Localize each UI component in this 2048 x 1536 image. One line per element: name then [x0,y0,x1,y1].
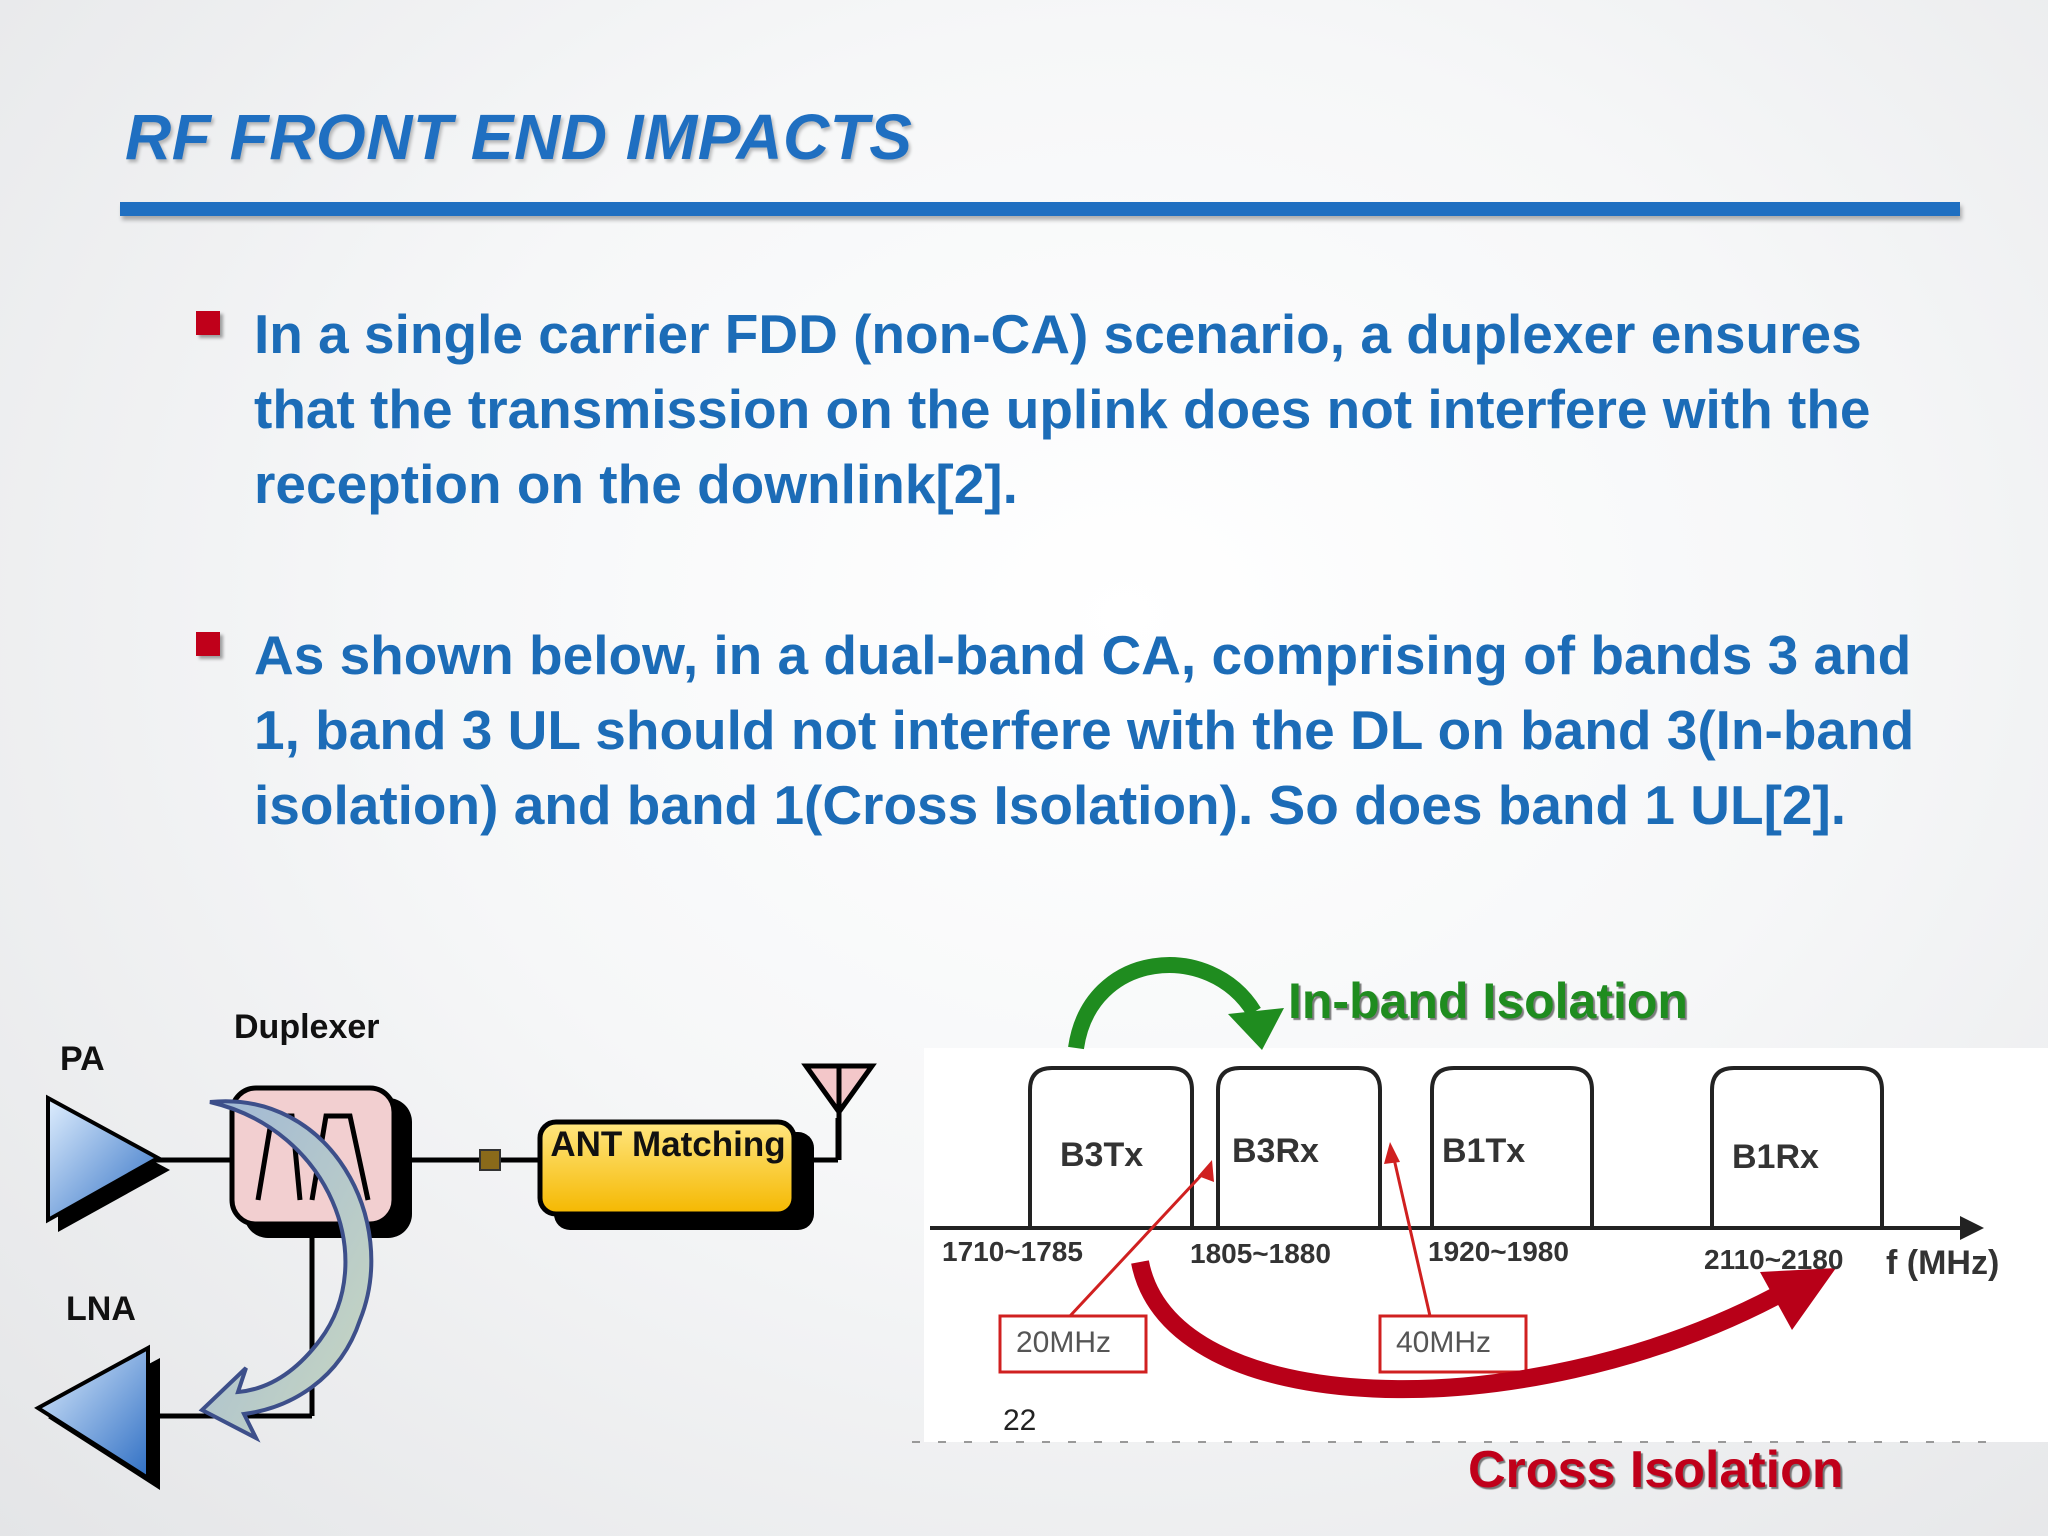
band-name-b1tx: B1Tx [1442,1132,1526,1170]
band-name-b3rx: B3Rx [1232,1132,1319,1170]
slide-title: RF FRONT END IMPACTS [125,101,913,173]
connector-icon [479,1149,501,1171]
title-divider [120,202,1960,216]
gap-label-20mhz: 20MHz [1016,1326,1112,1359]
duplexer-label: Duplexer [234,1008,380,1046]
lna-label: LNA [66,1290,136,1328]
bullet-text-1: In a single carrier FDD (non-CA) scenari… [254,303,1871,515]
gap-pointer-lines [1068,1142,1432,1318]
ant-matching-label: ANT Matching [550,1125,786,1164]
ant-matching-block [537,1119,814,1230]
band-block-b1tx [1430,1066,1594,1228]
leakage-curve-arrow [198,1099,374,1443]
inband-isolation-label: In-band Isolation [1288,973,1688,1029]
slide-number: 22 [1003,1404,1037,1437]
band-range-b3tx: 1710~1785 [942,1236,1083,1267]
gap-label-40mhz: 40MHz [1396,1326,1492,1359]
pa-amplifier-icon [46,1094,170,1232]
inband-isolation-arrow [1068,957,1284,1050]
bullet-marker [196,632,220,656]
pa-label: PA [60,1040,105,1078]
bullet-marker [196,311,220,335]
band-name-b1rx: B1Rx [1732,1138,1819,1176]
band-range-b1tx: 1920~1980 [1428,1236,1569,1267]
bullet-text-2: As shown below, in a dual-band CA, compr… [254,624,1915,836]
lna-amplifier-icon [34,1344,160,1490]
gap-box-20mhz [998,1314,1148,1374]
band-block-b3tx [1028,1066,1194,1228]
cross-isolation-label: Cross Isolation [1468,1441,1844,1499]
gap-box-40mhz [1378,1314,1528,1374]
band-block-b1rx [1710,1066,1884,1228]
cross-isolation-arrow [1131,1260,1836,1399]
band-range-b3rx: 1805~1880 [1190,1238,1331,1269]
band-block-b3rx [1216,1066,1382,1228]
band-range-b1rx: 2110~2180 [1704,1244,1844,1275]
frequency-axis-label: f (MHz) [1886,1244,2000,1282]
band-name-b3tx: B3Tx [1060,1136,1144,1174]
antenna-icon [801,1063,877,1160]
